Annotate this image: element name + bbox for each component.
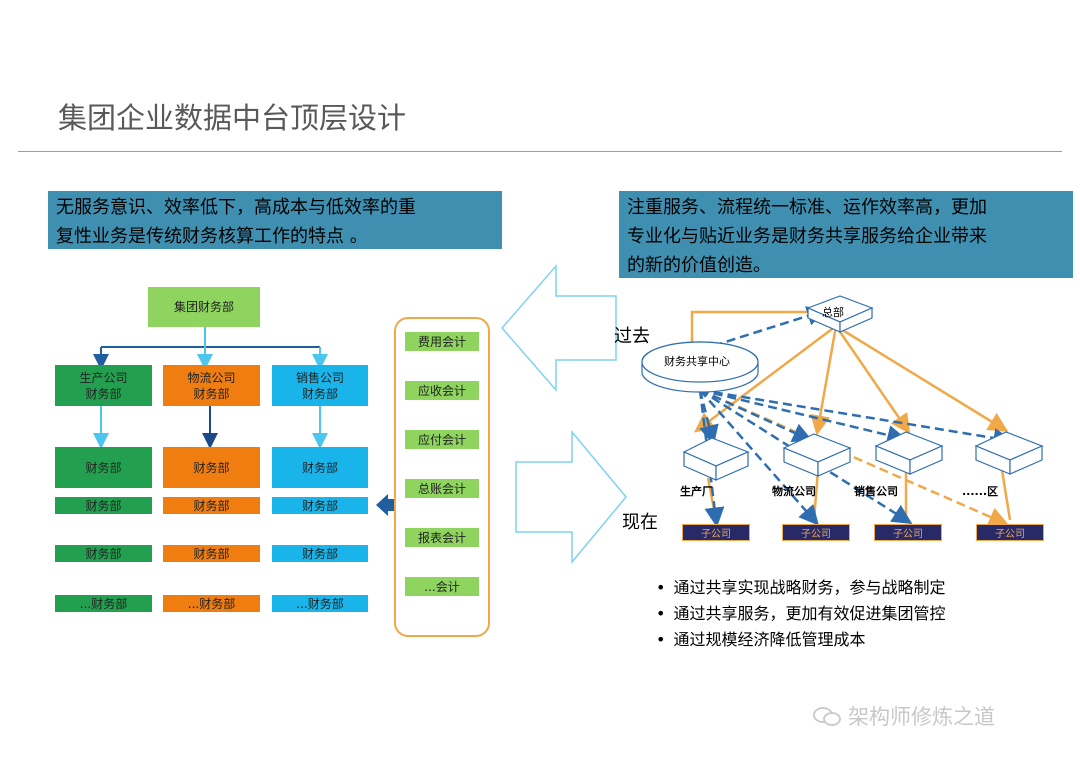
blue-dash — [699, 388, 813, 442]
dept-box: 财务部 — [272, 497, 368, 514]
hollow-arrow-right — [515, 429, 627, 565]
network-node — [782, 433, 852, 477]
blue-dash — [699, 388, 1014, 448]
center-label: 财务共享中心 — [664, 355, 730, 368]
role-box: 总账会计 — [404, 479, 480, 498]
watermark-text: 架构师修炼之道 — [848, 705, 995, 729]
left-note-line: 复性业务是传统财务核算工作的特点 。 — [56, 226, 368, 247]
hollow-arrow-left — [501, 263, 617, 393]
dept-box: 财务部 — [55, 447, 152, 488]
orange-link — [810, 325, 838, 436]
company-name: 销售公司 — [295, 370, 344, 385]
network-node — [974, 431, 1044, 475]
subsidiary-box: 子公司 — [976, 524, 1044, 541]
orange-link — [1000, 469, 1012, 521]
group-finance-box: 集团财务部 — [148, 287, 260, 327]
dept-box: 财务部 — [55, 545, 152, 562]
right-note-line: 注重服务、流程统一标准、运作效率高，更加 — [627, 197, 987, 218]
benefit-item: 通过规模经济降低管理成本 — [656, 627, 945, 653]
orange-link — [835, 324, 1009, 432]
right-note-line: 的新的价值创造。 — [627, 255, 771, 276]
orange-link — [694, 325, 837, 433]
company-box-logistics: 物流公司 财务部 — [163, 365, 260, 406]
label-past: 过去 — [614, 326, 650, 347]
benefit-list: 通过共享实现战略财务，参与战略制定 通过共享服务，更加有效促进集团管控 通过规模… — [656, 575, 945, 653]
wechat-icon — [813, 707, 841, 726]
company-sub: 财务部 — [85, 386, 122, 401]
subsidiary-box: 子公司 — [874, 524, 942, 541]
dept-box: 财务部 — [163, 447, 260, 488]
node-label: ......区 — [962, 485, 999, 498]
company-box-production: 生产公司 财务部 — [55, 365, 152, 406]
company-sub: 财务部 — [301, 386, 338, 401]
left-note: 无服务意识、效率低下，高成本与低效率的重 复性业务是传统财务核算工作的特点 。 — [48, 191, 502, 249]
role-box: 应付会计 — [404, 430, 480, 449]
subsidiary-box: 子公司 — [682, 524, 750, 541]
role-box: 报表会计 — [404, 528, 480, 547]
company-name: 生产公司 — [79, 370, 128, 385]
benefit-item: 通过共享服务，更加有效促进集团管控 — [656, 601, 945, 627]
roles-panel — [394, 317, 490, 637]
left-pointer-arrow — [376, 494, 394, 516]
title-divider — [18, 151, 1062, 152]
right-note: 注重服务、流程统一标准、运作效率高，更加 专业化与贴近业务是财务共享服务给企业带… — [619, 191, 1073, 278]
dept-box: 财务部 — [272, 545, 368, 562]
page-title: 集团企业数据中台顶层设计 — [58, 101, 407, 135]
orange-dash — [699, 388, 1009, 527]
network-node — [874, 431, 944, 475]
blue-dash — [699, 388, 908, 445]
node-label: 销售公司 — [854, 485, 898, 498]
node-label: 物流公司 — [772, 485, 816, 498]
role-box: 费用会计 — [404, 332, 480, 351]
blue-dash — [698, 389, 725, 528]
subsidiary-box: 子公司 — [782, 524, 850, 541]
hq-label: 总部 — [822, 306, 844, 319]
node-label: 生产厂 — [680, 485, 713, 498]
blue-dash — [699, 389, 819, 526]
role-box: 应收会计 — [404, 381, 480, 400]
label-now: 现在 — [622, 512, 658, 533]
blue-dash — [698, 389, 719, 446]
watermark: 架构师修炼之道 — [812, 701, 995, 731]
orange-link — [834, 325, 911, 435]
left-note-line: 无服务意识、效率低下，高成本与低效率的重 — [56, 197, 416, 218]
company-box-sales: 销售公司 财务部 — [272, 365, 368, 406]
dept-box: 财务部 — [55, 497, 152, 514]
blue-dash — [699, 388, 913, 525]
company-sub: 财务部 — [193, 386, 230, 401]
dept-box: ...财务部 — [163, 595, 260, 612]
dept-box: 财务部 — [163, 497, 260, 514]
dept-box: 财务部 — [163, 545, 260, 562]
dept-box: ...财务部 — [55, 595, 152, 612]
network-node — [682, 437, 750, 481]
dept-box: 财务部 — [272, 447, 368, 488]
benefit-item: 通过共享实现战略财务，参与战略制定 — [656, 575, 945, 601]
company-name: 物流公司 — [187, 370, 236, 385]
dept-box: ...财务部 — [272, 595, 368, 612]
right-note-line: 专业化与贴近业务是财务共享服务给企业带来 — [627, 226, 987, 247]
role-box: ...会计 — [404, 577, 480, 596]
